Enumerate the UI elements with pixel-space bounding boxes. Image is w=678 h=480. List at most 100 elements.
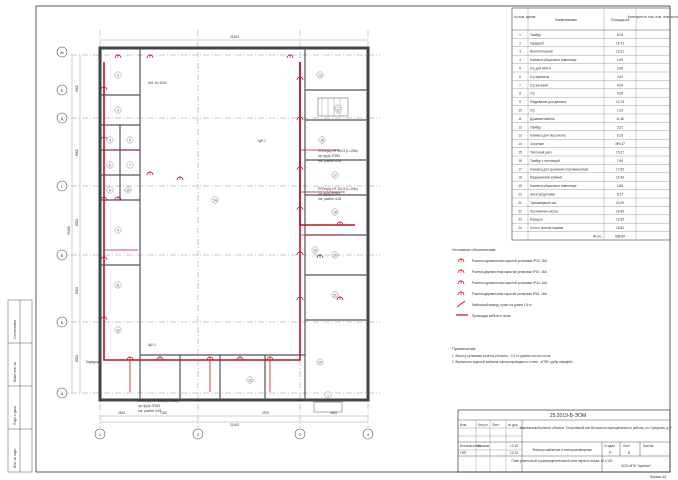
axis-marker-letter — [56, 249, 68, 261]
dim-bottom-1: 2810 — [118, 411, 125, 415]
room-number-badge — [114, 106, 122, 114]
table-cell-name: Гардероб — [530, 41, 544, 45]
box-line-1: ППГнг(А)-HF 3х2,5 (L=20м) — [318, 149, 358, 153]
table-cell-area: 14,99 — [616, 209, 624, 213]
room-number: 6 — [109, 163, 111, 167]
room-number: 10 — [126, 188, 130, 192]
table-cell-num: 24 — [518, 226, 522, 230]
note-1: 1. Высоту установки розеток уточнить - 0… — [452, 354, 551, 358]
dim-left-3: 6000 — [75, 219, 79, 226]
axis-number: 3 — [299, 432, 302, 437]
axis-marker-number — [294, 428, 306, 440]
socket-markers — [100, 54, 344, 361]
table-cell-num: 13 — [518, 134, 522, 138]
title-project: Капитальный ремонт объекта "Спортивный з… — [520, 426, 672, 430]
corridor-label: Коридор — [86, 360, 99, 364]
company: ООО АПБ "Архетип" — [621, 464, 651, 468]
room-number: 1 — [327, 393, 329, 397]
legend-item: Розетка одноместная скрытой установки IP… — [472, 259, 548, 263]
table-cell-num: 12 — [518, 125, 522, 129]
notes-title: Примечания: — [452, 346, 476, 351]
table-cell-name: Тамбур — [530, 125, 541, 129]
table-cell-num: 10 — [518, 109, 522, 113]
table-cell-area: 3,31 — [617, 125, 623, 129]
bottom-box-1: ППГнг(А)-HF 3х2,5 (L=20м) — [138, 399, 178, 403]
table-cell-num: 1 — [519, 33, 521, 37]
axis-marker-letter — [56, 112, 68, 124]
room-number: 22 — [336, 108, 340, 112]
table-cell-num: 4 — [519, 58, 521, 62]
axis-marker-letter — [56, 387, 68, 399]
note-2: 2. Выполнить скрытой кабелем электропров… — [452, 360, 574, 364]
sheet-format: Формат А3 — [650, 475, 666, 479]
table-cell-area: 11,46 — [616, 117, 624, 121]
legend-title: Условные обозначения: — [452, 247, 496, 252]
axis-number: 4 — [367, 432, 370, 437]
room-number-badge — [331, 208, 339, 216]
panel-2-label: ЩУ-1 — [148, 343, 156, 347]
room-number: 14 — [213, 198, 217, 202]
room-number-badge — [106, 186, 114, 194]
bottom-box-3: ппг. разбит 4.08 — [138, 409, 161, 413]
dim-bottom-total: 21400 — [230, 423, 239, 427]
table-header: № пом. щения — [514, 15, 536, 19]
box-line-2: щт. ф(d)=ПЭ53 — [318, 154, 340, 158]
room-number: 4 — [109, 138, 111, 142]
room-number: 12 — [116, 328, 120, 332]
table-cell-area: 4,64 — [617, 83, 623, 87]
table-cell-name: Медицинский кабинет — [530, 176, 563, 180]
stamp-sign: Подп. и дата — [13, 406, 17, 425]
table-cell-name: Раздевалка для девочек — [530, 100, 567, 104]
bottom-box-2: щт. ф(d)=ПЭ53 — [138, 404, 160, 408]
room-number: 24 — [318, 360, 322, 364]
table-cell-area: 399,37 — [615, 142, 625, 146]
table-cell-area: 17,66 — [616, 167, 624, 171]
table-cell-name: С/у мужчины — [530, 75, 550, 79]
role-h2: Лист — [492, 423, 499, 427]
table-cell-num: 2 — [519, 41, 521, 45]
axis-letter: Е — [61, 88, 64, 93]
room-number: 20 — [333, 253, 337, 257]
axis-letter: Д — [61, 116, 64, 121]
stage-value: Р — [609, 450, 612, 455]
table-cell-name: Спортзал — [530, 142, 544, 146]
table-cell-area: 15,27 — [616, 151, 624, 155]
room-number-badge — [331, 251, 339, 259]
table-cell-num: 7 — [519, 83, 521, 87]
room-number: 19 — [313, 248, 317, 252]
room-number: 5 — [129, 138, 131, 142]
role-h3: № док. — [508, 423, 518, 427]
legend-item: Розетка одноместная скрытой установки IP… — [472, 281, 548, 285]
axis-letter: Г — [61, 184, 64, 189]
role-h0: Изм. — [460, 423, 467, 427]
table-cell-num: 19 — [518, 184, 522, 188]
room-number: 8 — [109, 188, 111, 192]
table-total-value: 688,69 — [615, 235, 625, 239]
axis-marker-number — [94, 428, 106, 440]
legend-item: Кабельный вывод, прим. на длине 1,5 м — [472, 303, 531, 307]
sheet-frame — [35, 5, 671, 473]
axis-letter: А — [61, 391, 64, 396]
dim-bottom-4: 4600 — [330, 411, 337, 415]
table-cell-area: 1,93 — [617, 109, 623, 113]
room-number-badge — [246, 376, 254, 384]
axis-letter: Ж — [60, 50, 64, 55]
table-cell-area: 1,69 — [617, 58, 623, 62]
dim-bottom-2: 7320 — [160, 411, 167, 415]
dimension-lines: 21400 21400 2810 7320 4970 4600 33480 50… — [67, 35, 368, 427]
room-number: 21 — [333, 293, 337, 297]
table-header: Площадь м2 — [611, 18, 630, 22]
side-stamp: Инв. № подл. Подп. и дата Взам. инв. № С… — [7, 299, 33, 473]
dim-left-4: 6000 — [75, 287, 79, 294]
table-cell-area: 14,75 — [616, 100, 624, 104]
sheet-value: 6 — [628, 450, 631, 455]
table-cell-name: Комната уборочного инвентаря — [530, 184, 577, 188]
notes: Примечания: 1. Высоту установки розеток … — [452, 346, 574, 364]
table-cell-num: 11 — [518, 117, 522, 121]
room-number-badge — [126, 136, 134, 144]
room-table-frame — [511, 7, 671, 241]
table-cell-num: 16 — [518, 159, 522, 163]
